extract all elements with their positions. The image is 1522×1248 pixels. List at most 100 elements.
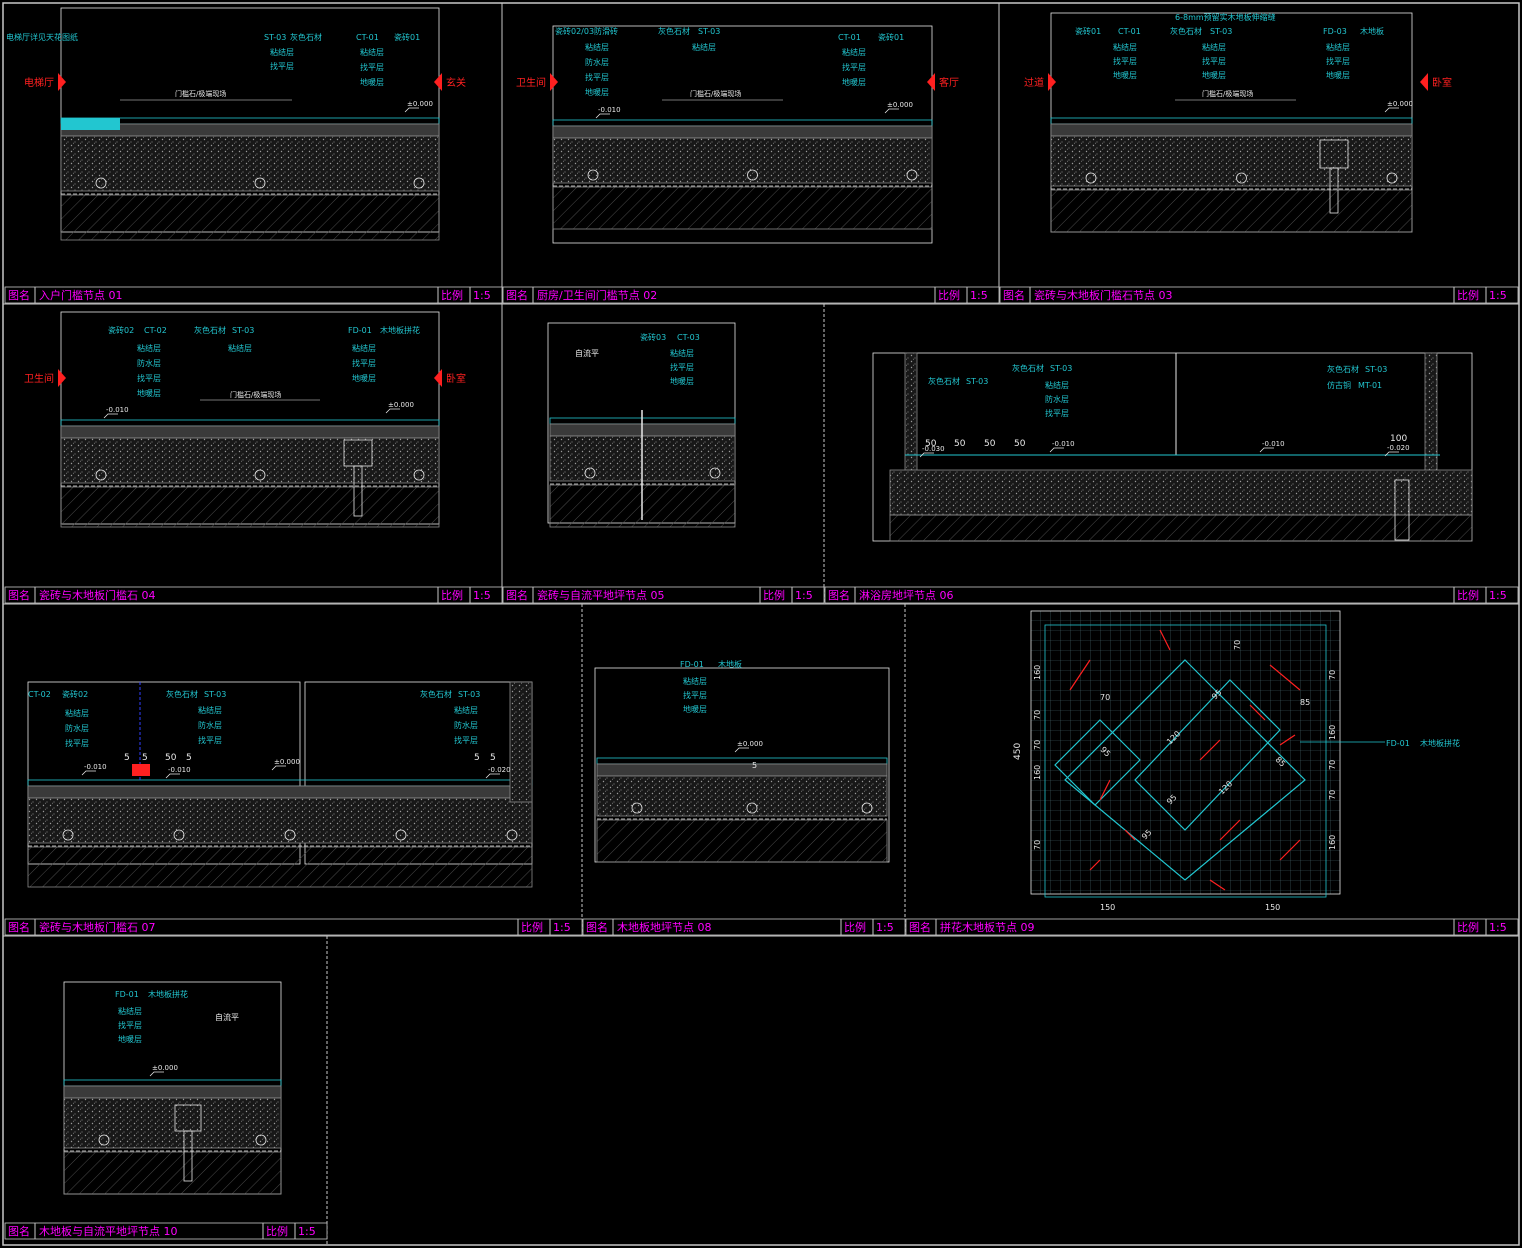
callout-label: 瓷砖03 xyxy=(640,332,666,342)
callout-label: 木地板 xyxy=(1360,26,1384,36)
level-marker-icon xyxy=(919,452,934,458)
screed-layer xyxy=(63,1085,282,1099)
heating-pipe xyxy=(631,802,643,814)
caption-name-label: 图名 xyxy=(8,288,30,302)
level-marker-icon xyxy=(1384,107,1399,113)
callout-label: CT-02 xyxy=(144,326,167,335)
callout-label: 门槛石/极端现场 xyxy=(175,89,226,98)
structure-slab xyxy=(60,486,440,528)
callout-label: 粘结层 xyxy=(585,42,609,52)
callout-label: 门槛石/极端现场 xyxy=(1202,89,1253,98)
callout-label: 粘结层 xyxy=(228,343,252,353)
caption-frame xyxy=(582,918,906,936)
level-label: ±0.000 xyxy=(887,101,913,109)
caption-frame xyxy=(4,1222,328,1240)
heating-pipe xyxy=(861,802,873,814)
caption-frame xyxy=(502,586,825,604)
callout-label: 粘结层 xyxy=(1045,380,1069,390)
callout-label: 5 xyxy=(124,753,130,763)
grain-arrow-icon xyxy=(1219,819,1241,841)
level-marker-icon xyxy=(1259,447,1274,453)
grain-arrow-icon xyxy=(1279,839,1301,861)
callout-label: 防水层 xyxy=(1045,394,1069,404)
heating-pipe xyxy=(95,177,107,189)
room-label: 玄关 xyxy=(446,76,466,89)
callout-label: 防水层 xyxy=(454,720,478,730)
heating-pipe xyxy=(254,177,266,189)
callout-label: CT-01 xyxy=(356,33,379,42)
callout-label: 自流平 xyxy=(575,348,599,358)
room-arrow-icon xyxy=(550,73,558,91)
heating-pipe xyxy=(746,802,758,814)
callout-label: 防水层 xyxy=(585,57,609,67)
caption-scale-label: 比例 xyxy=(1457,920,1479,934)
caption-scale-value: 1:5 xyxy=(473,589,491,602)
callout-label: FD-01 xyxy=(115,990,139,999)
heating-pipe xyxy=(95,469,107,481)
level-label: -0.030 xyxy=(922,445,945,453)
caption-title: 拼花木地板节点 09 xyxy=(940,920,1035,934)
callout-label: 找平层 xyxy=(137,373,161,383)
caption-scale-label: 比例 xyxy=(844,920,866,934)
heating-pipe xyxy=(98,1134,110,1146)
heating-pipe xyxy=(1236,172,1247,184)
caption-title: 木地板地坪节点 08 xyxy=(617,920,712,934)
threshold-stone xyxy=(61,118,120,130)
finish-layer xyxy=(552,119,933,127)
caption-scale-label: 比例 xyxy=(938,288,960,302)
room-label: 过道 xyxy=(1024,76,1044,89)
level-label: -0.010 xyxy=(1262,440,1285,448)
callout-label: 瓷砖02 xyxy=(108,325,134,335)
level-label: ±0.000 xyxy=(1387,100,1413,108)
caption-frame xyxy=(824,586,1519,604)
room-arrow-icon xyxy=(434,73,442,91)
finish-layer xyxy=(60,419,440,427)
callout-label: 地暖层 xyxy=(118,1034,142,1044)
callout-label: 灰色石材 xyxy=(1327,364,1359,374)
grain-arrow-icon xyxy=(1249,704,1266,721)
anchor-bolt xyxy=(1329,167,1339,214)
anchor-bolt xyxy=(353,465,363,517)
callout-label: 450 xyxy=(1013,743,1023,760)
herringbone-outline xyxy=(1054,719,1141,806)
structure-slab xyxy=(889,514,1473,542)
callout-label: 160 xyxy=(1328,725,1337,740)
callout-label: 灰色石材 xyxy=(1170,26,1202,36)
callout-label: 找平层 xyxy=(670,362,694,372)
grain-arrow-icon xyxy=(1099,779,1111,801)
parquet-plan xyxy=(1030,610,1341,895)
level-marker-icon xyxy=(595,113,610,119)
screed-layer xyxy=(552,125,933,139)
caption-scale-value: 1:5 xyxy=(553,921,571,934)
callout-label: ST-03 xyxy=(698,27,720,36)
anchor-bolt xyxy=(183,1130,193,1182)
heating-pipe xyxy=(709,467,721,479)
callout-label: 地暖层 xyxy=(360,77,384,87)
level-label: ±0.000 xyxy=(274,758,300,766)
caption-name-label: 图名 xyxy=(506,288,528,302)
herringbone-outline xyxy=(1064,659,1306,881)
callout-label: 地暖层 xyxy=(670,376,694,386)
callout-label: 找平层 xyxy=(683,690,707,700)
callout-label: 找平层 xyxy=(454,735,478,745)
heating-pipe xyxy=(395,829,407,841)
callout-label: 85 xyxy=(1300,698,1310,707)
callout-label: 防水层 xyxy=(198,720,222,730)
callout-label: 粘结层 xyxy=(454,705,478,715)
callout-label: 粘结层 xyxy=(692,42,716,52)
finish-layer xyxy=(63,1079,282,1087)
callout-label: 瓷砖02 xyxy=(62,689,88,699)
callout-label: CT-01 xyxy=(1118,27,1141,36)
level-marker-icon xyxy=(734,747,749,753)
grain-arrow-icon xyxy=(1209,879,1226,891)
callout-label: CT-01 xyxy=(838,33,861,42)
caption-frame xyxy=(4,586,503,604)
callout-label: 灰色石材 xyxy=(420,689,452,699)
caption-name-label: 图名 xyxy=(909,920,931,934)
heating-pipe xyxy=(254,469,266,481)
callout-label: 找平层 xyxy=(198,735,222,745)
